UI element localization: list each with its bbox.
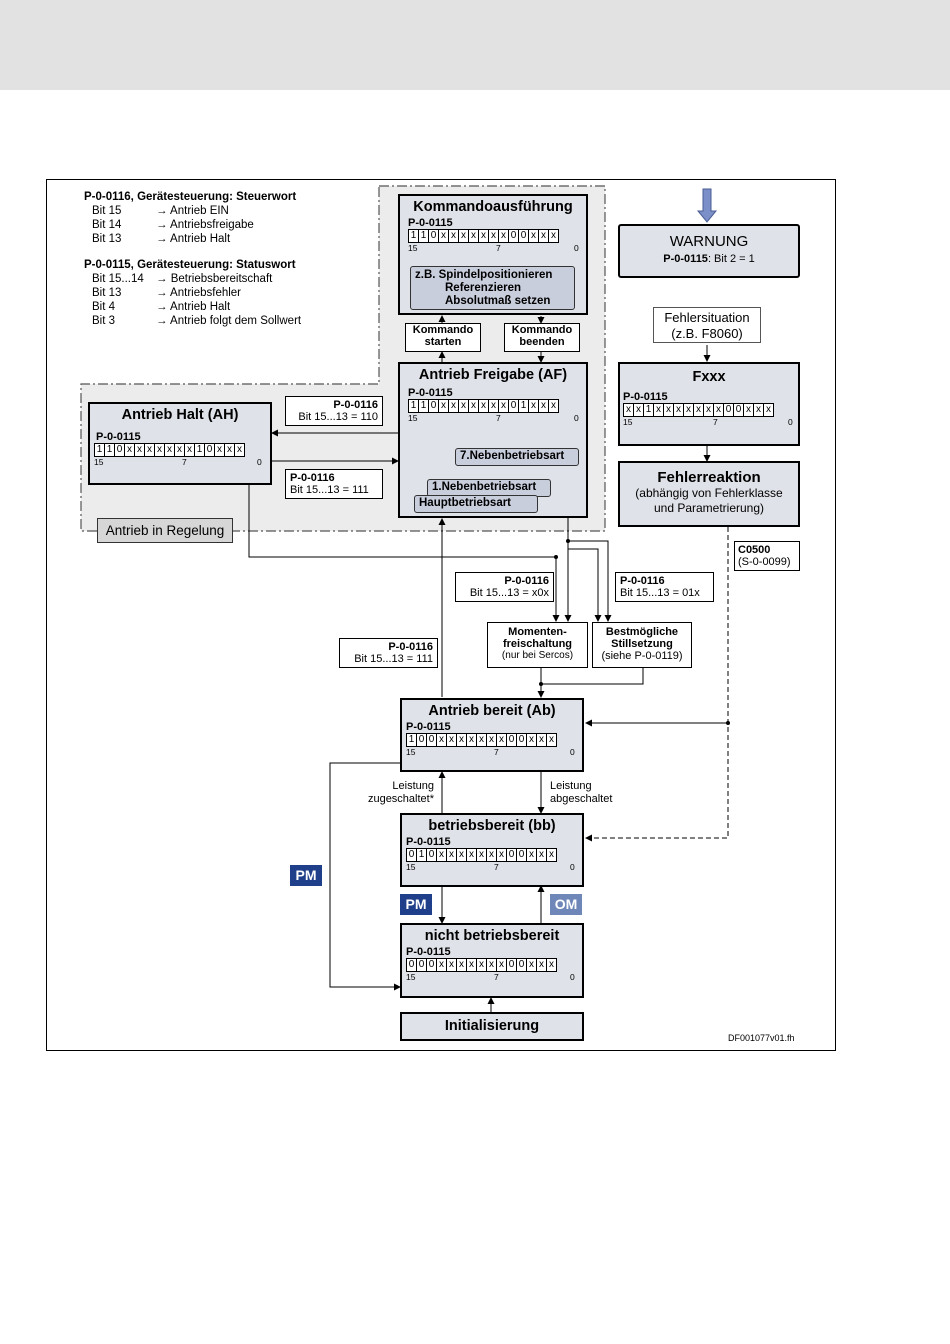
state-initialisierung: Initialisierung [400, 1012, 584, 1041]
state-fehlerreaktion: Fehlerreaktion (abhängig von Fehlerklass… [618, 461, 800, 527]
legend-text: → Antrieb folgt dem Sollwert [156, 315, 302, 327]
pm-tag-left: PM [290, 865, 322, 886]
bit-cell: x [546, 848, 557, 862]
diagram-frame [46, 179, 836, 1051]
pm-tag: PM [400, 894, 432, 915]
warnung-text: P-0-0115: Bit 2 = 1 [663, 253, 755, 265]
state-title: WARNUNG [669, 233, 749, 250]
state-param: P-0-0115 [408, 387, 453, 399]
bit-cell: x [546, 958, 557, 972]
legend-text: → Antriebsfreigabe [156, 219, 254, 231]
state-title: nicht betriebsbereit [424, 928, 560, 944]
state-title: Antrieb bereit (Ab) [428, 703, 556, 719]
state-param: P-0-0115 [406, 836, 451, 848]
status-word-title: P-0-0115, Gerätesteuerung: Statuswort [84, 259, 296, 271]
legend: P-0-0116, Gerätesteuerung: Steuerwort Bi… [84, 190, 374, 328]
kommando-note: z.B. Spindelpositionieren Referenzieren … [410, 266, 575, 310]
legend-text: → Antriebsfehler [156, 287, 242, 299]
mode-haupt: Hauptbetriebsart [414, 495, 538, 513]
legend-text: → Antrieb EIN [156, 205, 229, 217]
bit-cell: x [234, 443, 245, 457]
legend-text: → Antrieb Halt [156, 301, 231, 313]
state-param: P-0-0115 [406, 721, 451, 733]
momentenfreischaltung: Momenten-freischaltung(nur bei Sercos) [487, 622, 588, 668]
state-title: Fehlerreaktion [657, 469, 761, 486]
legend-bit: Bit 15...14 [92, 273, 144, 285]
legend-bit: Bit 3 [92, 315, 116, 327]
state-title: betriebsbereit (bb) [428, 818, 556, 834]
state-param: P-0-0115 [96, 431, 141, 443]
c0500-box: C0500(S-0-0099) [734, 541, 800, 571]
legend-bit: Bit 14 [92, 219, 122, 231]
state-param: P-0-0115 [406, 946, 451, 958]
legend-bit: Bit 4 [92, 301, 116, 313]
state-title: Antrieb Freigabe (AF) [418, 367, 568, 383]
state-param: P-0-0115 [623, 391, 668, 403]
bit-cell: x [763, 403, 774, 417]
legend-bit: Bit 13 [92, 287, 122, 299]
legend-bit: Bit 15 [92, 205, 122, 217]
bit-cell: x [548, 229, 559, 243]
bit-cell: x [546, 733, 557, 747]
state-title: Antrieb Halt (AH) [121, 407, 239, 423]
state-warnung: WARNUNG P-0-0115: Bit 2 = 1 [618, 224, 800, 278]
legend-text: → Betriebsbereitschaft [156, 273, 273, 285]
om-tag: OM [550, 894, 582, 915]
mode-neben7: 7.Nebenbetriebsart [455, 448, 579, 466]
state-param: P-0-0115 [408, 217, 453, 229]
control-word-title: P-0-0116, Gerätesteuerung: Steuerwort [84, 191, 297, 203]
legend-bit: Bit 13 [92, 233, 122, 245]
page-header-bar [0, 0, 950, 90]
legend-text: → Antrieb Halt [156, 233, 231, 245]
regelung-label: Antrieb in Regelung [97, 518, 233, 543]
state-title: Fxxx [692, 369, 726, 385]
fehlersituation: Fehlersituation(z.B. F8060) [653, 307, 761, 343]
mode-neben1: 1.Nebenbetriebsart [427, 479, 551, 497]
state-title: Kommandoausführung [413, 199, 573, 215]
state-title: Initialisierung [444, 1018, 540, 1034]
bit-cell: x [548, 399, 559, 413]
figure-id: DF001077v01.fh [728, 1033, 795, 1043]
